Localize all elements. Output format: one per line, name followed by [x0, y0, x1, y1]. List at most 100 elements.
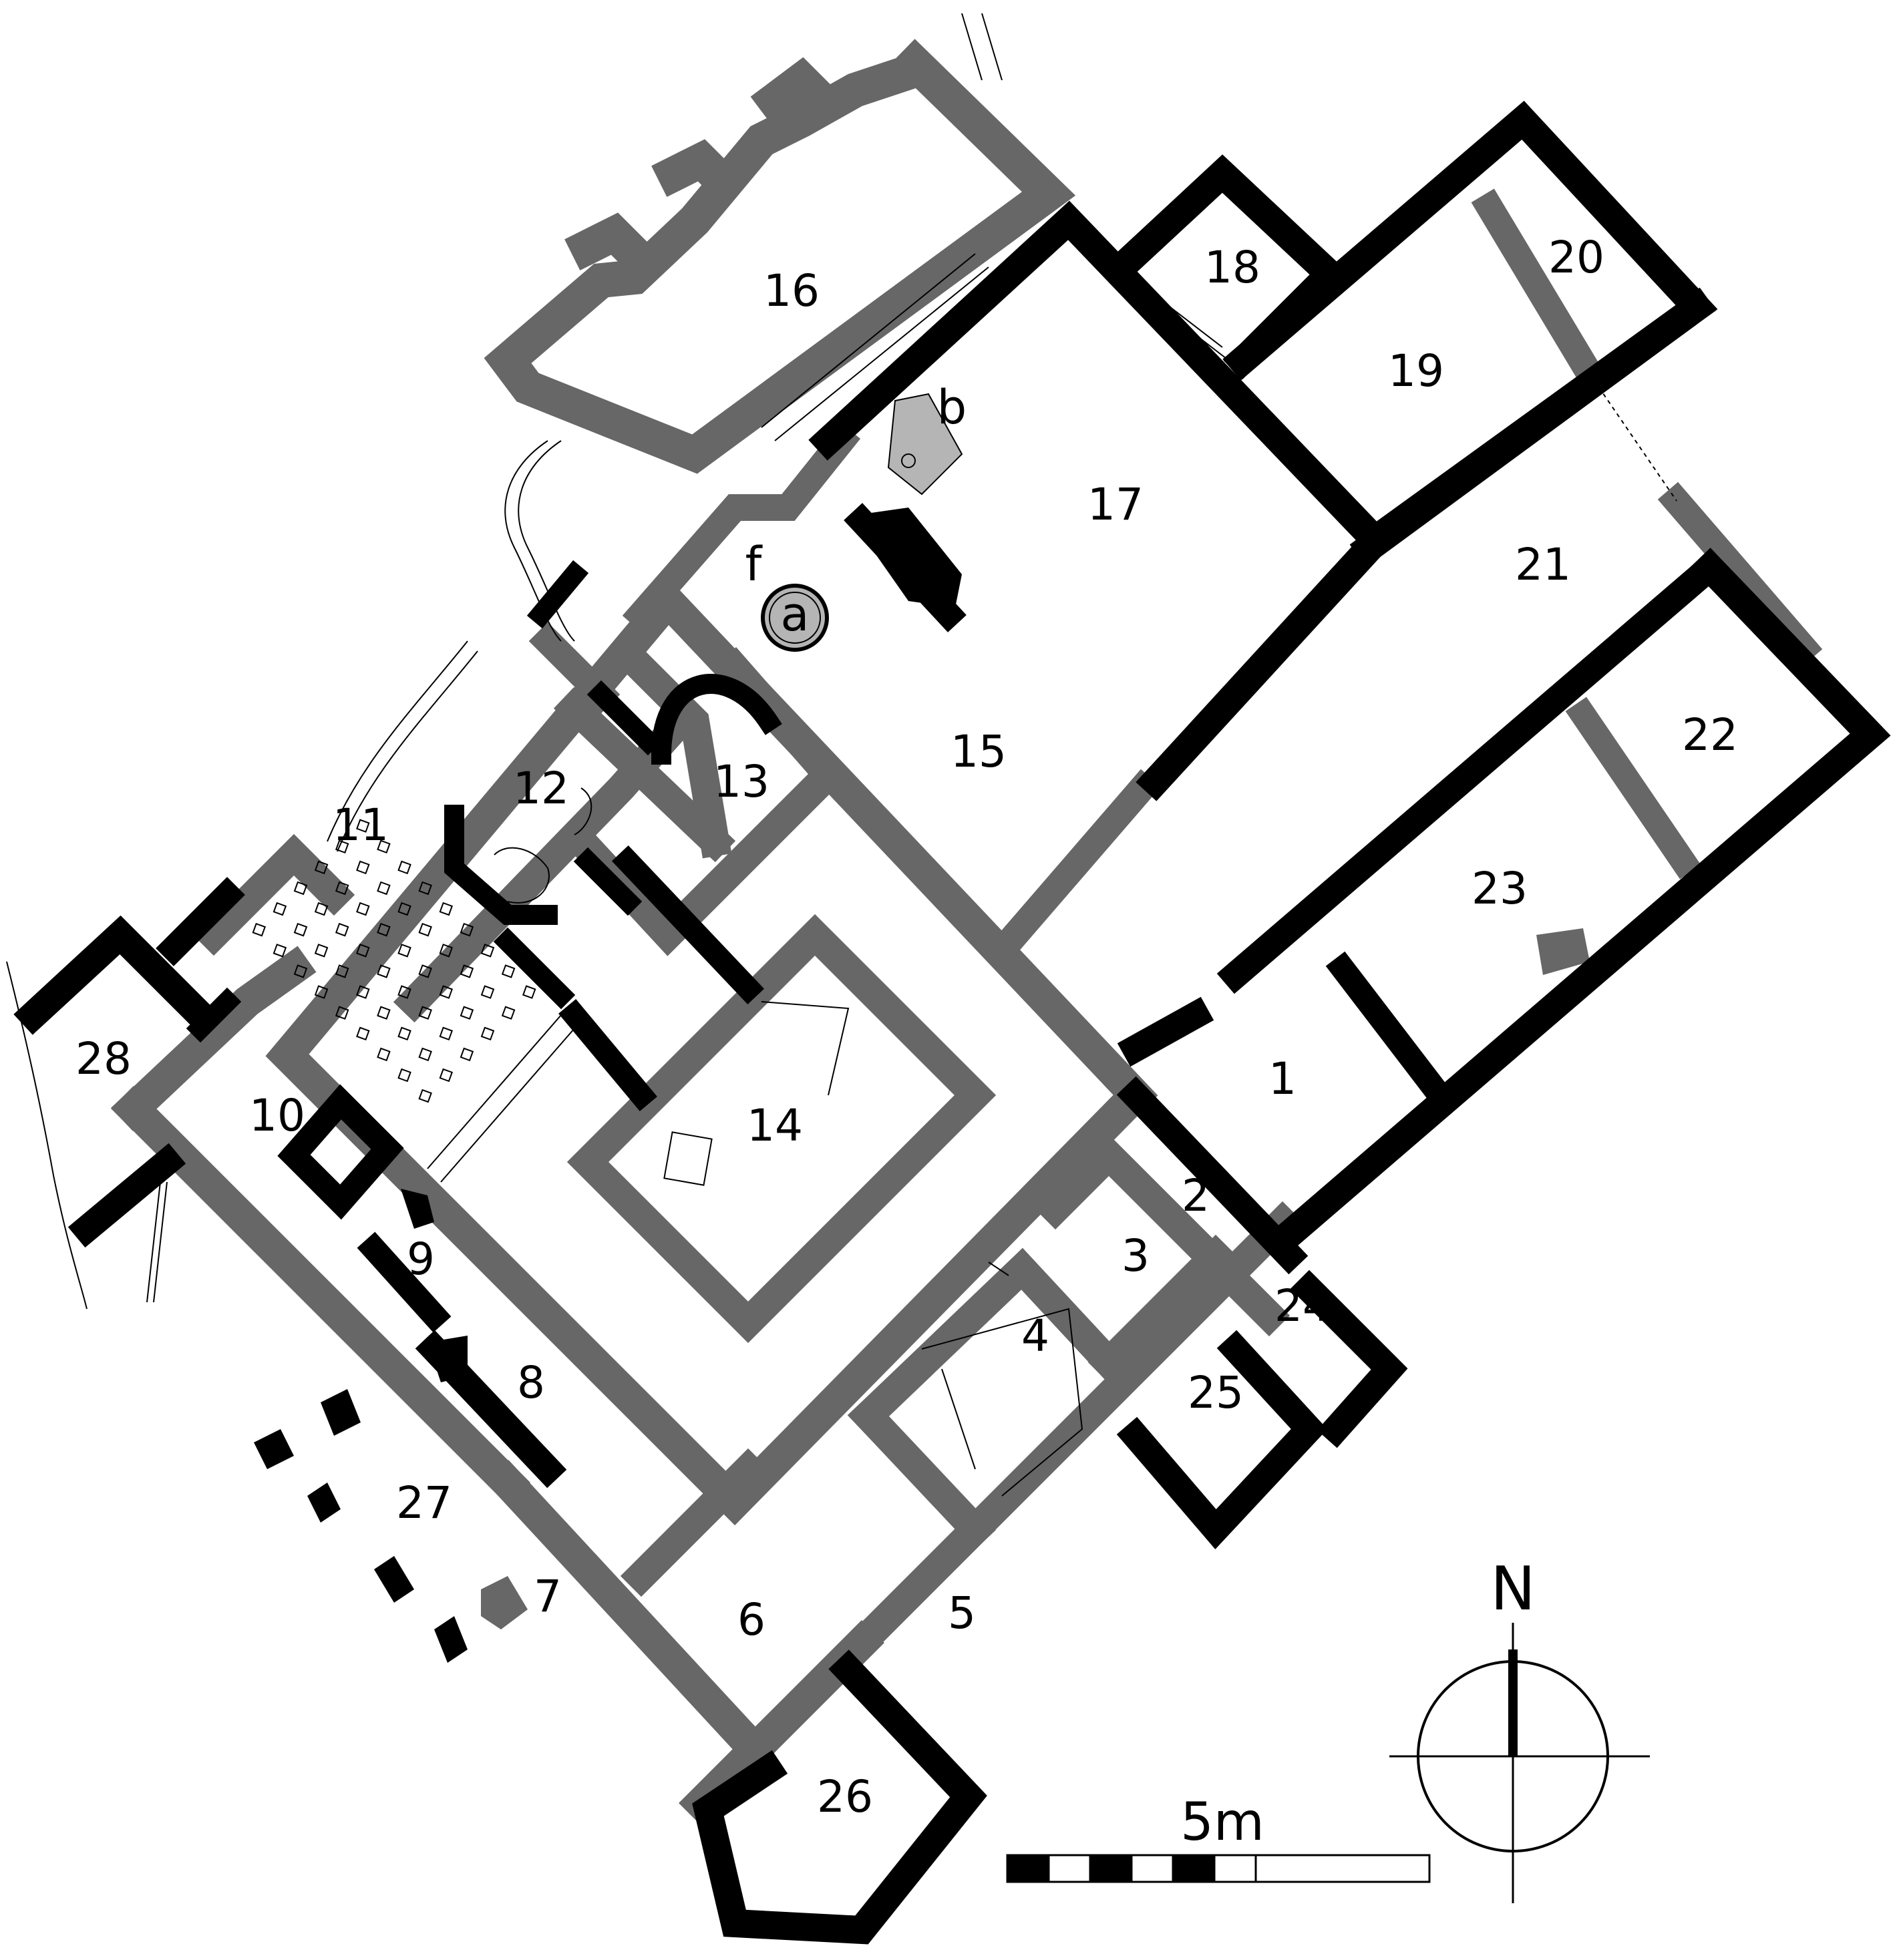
feature-b-structure	[887, 393, 963, 496]
mosaic-tessera	[377, 881, 391, 896]
room-label-2: 2	[1182, 1170, 1210, 1221]
scale-segment	[1172, 1854, 1216, 1883]
mosaic-tessera	[335, 881, 349, 896]
mosaic-tessera	[314, 985, 329, 999]
room-label-6: 6	[737, 1594, 765, 1645]
mosaic-tessera	[439, 1026, 454, 1041]
mosaic-tessera	[460, 922, 474, 937]
room-label-14: 14	[747, 1100, 803, 1151]
mosaic-tessera	[314, 944, 329, 958]
room-label-8: 8	[517, 1357, 545, 1408]
room-label-27: 27	[396, 1477, 452, 1529]
scale-segment	[1254, 1854, 1431, 1883]
mosaic-tessera	[335, 839, 349, 854]
mosaic-floor	[252, 819, 536, 1103]
room-label-4: 4	[1021, 1310, 1049, 1362]
mosaic-tessera	[501, 1006, 516, 1020]
room-label-7: 7	[534, 1571, 562, 1622]
mosaic-tessera	[314, 902, 329, 916]
mosaic-tessera	[397, 902, 411, 916]
room-label-5: 5	[948, 1587, 976, 1639]
room-label-28: 28	[75, 1033, 132, 1085]
mosaic-tessera	[314, 860, 329, 875]
room-label-25: 25	[1188, 1367, 1244, 1418]
mosaic-tessera	[418, 881, 432, 896]
fine-lines	[6, 13, 1677, 1497]
mosaic-tessera	[356, 819, 370, 833]
scale-label: 5m	[1180, 1792, 1264, 1852]
mosaic-tessera	[480, 1026, 495, 1041]
room-label-23: 23	[1472, 863, 1528, 914]
mosaic-tessera	[293, 964, 308, 978]
mosaic-tessera	[397, 1026, 411, 1041]
mosaic-tessera	[480, 944, 495, 958]
north-arrow-icon: N	[1389, 1554, 1650, 1903]
mosaic-tessera	[522, 985, 536, 999]
room-label-3: 3	[1122, 1230, 1150, 1282]
room-label-15: 15	[951, 726, 1007, 777]
grey-walls	[111, 39, 1823, 1826]
scale-segment	[1047, 1854, 1091, 1883]
mosaic-tessera	[273, 944, 287, 958]
room-label-12: 12	[513, 763, 569, 814]
room-label-21: 21	[1515, 539, 1571, 590]
mosaic-tessera	[439, 985, 454, 999]
mosaic-tessera	[377, 1006, 391, 1020]
room-label-19: 19	[1388, 345, 1444, 397]
mosaic-tessera	[439, 902, 454, 916]
mosaic-tessera	[356, 902, 370, 916]
mosaic-tessera	[460, 1047, 474, 1062]
feature-label-b: b	[937, 380, 967, 435]
mosaic-tessera	[356, 944, 370, 958]
room-label-22: 22	[1682, 709, 1738, 761]
mosaic-tessera	[293, 922, 308, 937]
feature-a-structure	[761, 584, 829, 652]
room-label-16: 16	[763, 265, 820, 317]
mosaic-tessera	[252, 922, 267, 937]
feature-labels: a b f	[745, 380, 967, 642]
north-label: N	[1490, 1554, 1535, 1624]
mosaic-tessera	[460, 964, 474, 978]
room-label-13: 13	[713, 756, 769, 807]
mosaic-tessera	[397, 1068, 411, 1083]
mosaic-tessera	[439, 1068, 454, 1083]
mosaic-tessera	[418, 1089, 432, 1103]
mosaic-tessera	[273, 902, 287, 916]
feature-label-f: f	[745, 537, 763, 592]
mosaic-tessera	[397, 985, 411, 999]
mosaic-tessera	[293, 881, 308, 896]
room-label-10: 10	[249, 1090, 305, 1141]
mosaic-tessera	[335, 1006, 349, 1020]
mosaic-tessera	[480, 985, 495, 999]
mosaic-tessera	[418, 1047, 432, 1062]
mosaic-tessera	[501, 964, 516, 978]
scale-segments	[1006, 1854, 1431, 1883]
room-label-20: 20	[1548, 232, 1604, 283]
room-label-1: 1	[1268, 1053, 1297, 1105]
room-label-17: 17	[1087, 479, 1144, 530]
mosaic-tessera	[377, 922, 391, 937]
room-label-18: 18	[1204, 242, 1260, 293]
black-blocks	[254, 508, 962, 1663]
mosaic-tessera	[356, 985, 370, 999]
room-label-26: 26	[817, 1771, 873, 1822]
mosaic-tessera	[418, 922, 432, 937]
room-labels: 1 2 3 4 5 6 7 8 9 10 11 12 13 14 15 16 1…	[75, 232, 1738, 1822]
black-walls	[13, 100, 1891, 1945]
room-label-24: 24	[1274, 1280, 1331, 1332]
mosaic-tessera	[418, 964, 432, 978]
scale-bar: 5m	[1006, 1792, 1431, 1883]
mosaic-tessera	[460, 1006, 474, 1020]
mosaic-tessera	[335, 922, 349, 937]
room-label-9: 9	[407, 1233, 435, 1285]
mosaic-tessera	[356, 860, 370, 875]
scale-segment	[1213, 1854, 1257, 1883]
scale-segment	[1089, 1854, 1133, 1883]
mosaic-tessera	[397, 944, 411, 958]
grey-fixtures	[481, 928, 1590, 1629]
scale-segment	[1006, 1854, 1050, 1883]
mosaic-tessera	[377, 964, 391, 978]
room-label-11: 11	[333, 799, 389, 851]
feature-label-a: a	[781, 587, 810, 642]
